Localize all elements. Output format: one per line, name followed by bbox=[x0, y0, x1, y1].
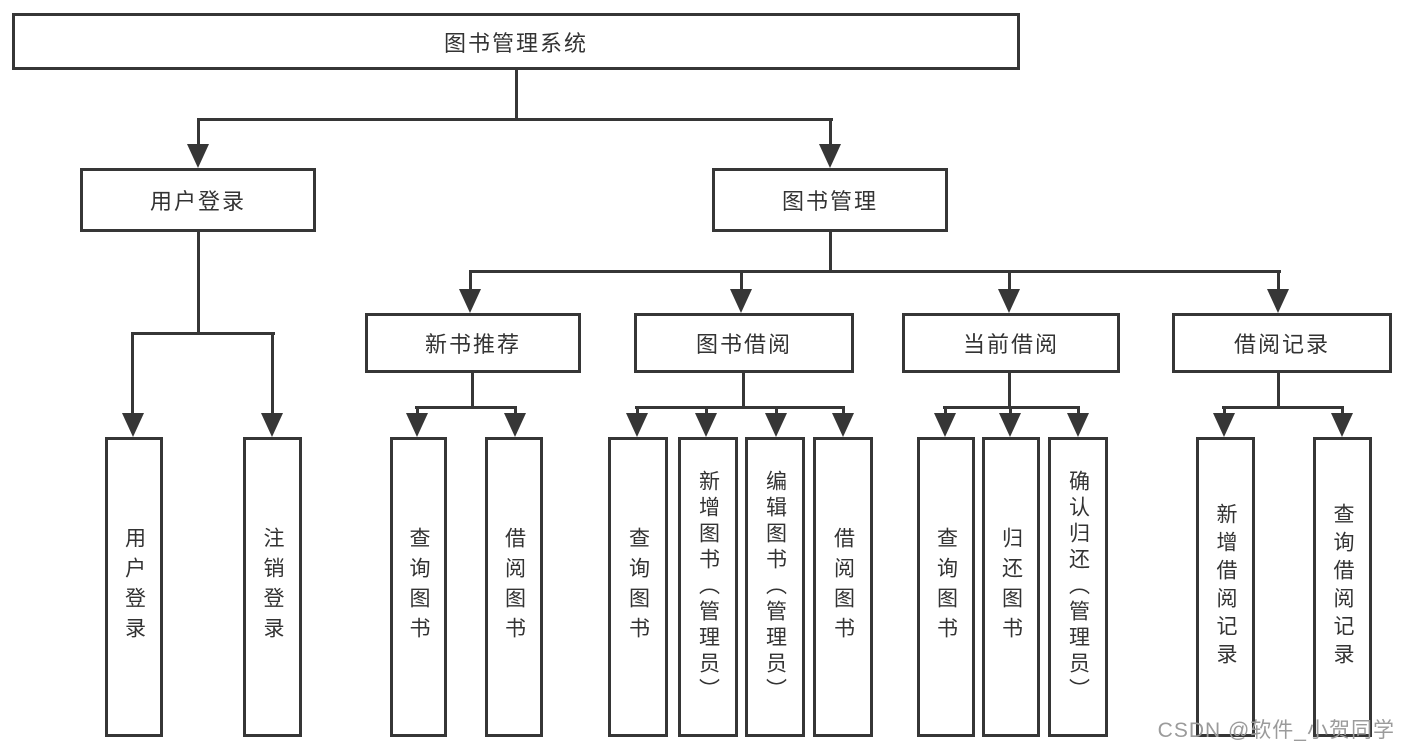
connector-current-borrow-stem bbox=[1008, 373, 1011, 406]
connector-bb-leaf1-line bbox=[636, 409, 639, 415]
node-leaf-br-add-record: 新增借阅记录 bbox=[1196, 437, 1255, 737]
connector-root-to-book-mgmt-line bbox=[829, 121, 832, 145]
node-leaf-logout: 注销登录 bbox=[243, 437, 302, 737]
connector-user-login-split bbox=[131, 332, 275, 335]
node-leaf-bb-edit-books-admin: 编辑图书（管理员） bbox=[745, 437, 805, 737]
node-borrow-records: 借阅记录 bbox=[1172, 313, 1392, 373]
arrow-down-current-borrow bbox=[998, 289, 1020, 313]
connector-to-current-borrow-line bbox=[1008, 273, 1011, 289]
arrow-down-bb-add-books bbox=[695, 413, 717, 437]
connector-rec-leaf1-line bbox=[416, 409, 419, 415]
node-leaf-bb-add-books-admin-label: 新增图书（管理员） bbox=[696, 470, 720, 704]
node-leaf-br-query-record-label: 查询借阅记录 bbox=[1331, 503, 1354, 671]
node-leaf-cb-return-books-label: 归还图书 bbox=[999, 527, 1023, 647]
node-new-book-recommend-label: 新书推荐 bbox=[424, 332, 521, 357]
connector-user-login-right-line bbox=[271, 335, 274, 413]
node-leaf-rec-query-books-label: 查询图书 bbox=[407, 527, 430, 647]
connector-br-leaf2-line bbox=[1341, 409, 1344, 415]
connector-root-to-user-login-line bbox=[197, 121, 200, 145]
node-leaf-logout-label: 注销登录 bbox=[261, 527, 284, 647]
arrow-down-br-add-record bbox=[1213, 413, 1235, 437]
node-leaf-br-add-record-label: 新增借阅记录 bbox=[1214, 503, 1237, 671]
node-leaf-rec-borrow-books: 借阅图书 bbox=[485, 437, 543, 737]
node-leaf-bb-add-books-admin: 新增图书（管理员） bbox=[678, 437, 738, 737]
node-leaf-bb-edit-books-admin-label: 编辑图书（管理员） bbox=[763, 470, 787, 704]
node-leaf-rec-borrow-books-label: 借阅图书 bbox=[502, 527, 526, 647]
node-borrow-records-label: 借阅记录 bbox=[1233, 332, 1330, 357]
node-leaf-cb-query-books: 查询图书 bbox=[917, 437, 975, 737]
arrow-down-rec-query-books bbox=[406, 413, 428, 437]
connector-user-login-stem bbox=[197, 232, 200, 334]
connector-current-borrow-split bbox=[943, 406, 1080, 409]
connector-br-leaf1-line bbox=[1223, 409, 1226, 415]
node-book-borrow: 图书借阅 bbox=[634, 313, 854, 373]
arrow-down-cb-query-books bbox=[934, 413, 956, 437]
node-book-borrow-label: 图书借阅 bbox=[695, 332, 792, 357]
node-leaf-cb-return-books: 归还图书 bbox=[982, 437, 1040, 737]
node-leaf-br-query-record: 查询借阅记录 bbox=[1313, 437, 1372, 737]
node-leaf-rec-query-books: 查询图书 bbox=[390, 437, 447, 737]
arrow-down-book-mgmt bbox=[819, 144, 841, 168]
arrow-down-new-book-rec bbox=[459, 289, 481, 313]
connector-to-new-book-rec-line bbox=[469, 273, 472, 289]
node-leaf-bb-borrow-books-label: 借阅图书 bbox=[831, 527, 855, 647]
node-leaf-bb-query-books: 查询图书 bbox=[608, 437, 668, 737]
connector-borrow-records-split bbox=[1222, 406, 1344, 409]
arrow-down-cb-confirm-return bbox=[1067, 413, 1089, 437]
node-leaf-user-login-label: 用户登录 bbox=[122, 527, 146, 647]
node-current-borrow: 当前借阅 bbox=[902, 313, 1120, 373]
connector-new-book-rec-stem bbox=[471, 373, 474, 406]
node-root: 图书管理系统 bbox=[12, 13, 1020, 70]
arrow-down-bb-query-books bbox=[626, 413, 648, 437]
connector-cb-leaf2-line bbox=[1009, 409, 1012, 415]
arrow-down-cb-return-books bbox=[999, 413, 1021, 437]
node-leaf-bb-query-books-label: 查询图书 bbox=[626, 527, 650, 647]
connector-book-borrow-split bbox=[635, 406, 845, 409]
node-user-login: 用户登录 bbox=[80, 168, 316, 232]
connector-borrow-records-stem bbox=[1277, 373, 1280, 406]
connector-bb-leaf2-line bbox=[705, 409, 708, 415]
arrow-down-rec-borrow-books bbox=[504, 413, 526, 437]
connector-user-login-left-line bbox=[131, 335, 134, 413]
connector-cb-leaf1-line bbox=[944, 409, 947, 415]
arrow-down-br-query-record bbox=[1331, 413, 1353, 437]
node-book-management: 图书管理 bbox=[712, 168, 948, 232]
arrow-down-bb-edit-books bbox=[765, 413, 787, 437]
node-leaf-cb-query-books-label: 查询图书 bbox=[934, 527, 958, 647]
csdn-watermark: CSDN @软件_小贺同学 bbox=[1157, 719, 1395, 742]
arrow-down-borrow-records bbox=[1267, 289, 1289, 313]
connector-book-mgmt-stem bbox=[829, 232, 832, 272]
connector-cb-leaf3-line bbox=[1077, 409, 1080, 415]
connector-book-mgmt-split bbox=[469, 270, 1281, 273]
arrow-down-user-login bbox=[187, 144, 209, 168]
node-current-borrow-label: 当前借阅 bbox=[962, 332, 1059, 357]
connector-root-split bbox=[197, 118, 833, 121]
arrow-down-book-borrow bbox=[730, 289, 752, 313]
node-user-login-label: 用户登录 bbox=[149, 189, 246, 214]
node-leaf-cb-confirm-return-admin-label: 确认归还（管理员） bbox=[1066, 470, 1090, 704]
node-book-management-label: 图书管理 bbox=[781, 189, 878, 214]
connector-to-book-borrow-line bbox=[740, 273, 743, 289]
connector-new-book-rec-split bbox=[415, 406, 517, 409]
connector-book-borrow-stem bbox=[742, 373, 745, 406]
node-leaf-cb-confirm-return-admin: 确认归还（管理员） bbox=[1048, 437, 1108, 737]
node-leaf-bb-borrow-books: 借阅图书 bbox=[813, 437, 873, 737]
node-root-label: 图书管理系统 bbox=[443, 30, 588, 56]
connector-bb-leaf3-line bbox=[775, 409, 778, 415]
connector-to-borrow-records-line bbox=[1277, 273, 1280, 289]
node-new-book-recommend: 新书推荐 bbox=[365, 313, 581, 373]
arrow-down-bb-borrow-books bbox=[832, 413, 854, 437]
arrow-down-leaf-user-login bbox=[122, 413, 144, 437]
connector-root-stem bbox=[515, 70, 518, 119]
connector-rec-leaf2-line bbox=[514, 409, 517, 415]
arrow-down-leaf-logout bbox=[261, 413, 283, 437]
connector-bb-leaf4-line bbox=[842, 409, 845, 415]
node-leaf-user-login: 用户登录 bbox=[105, 437, 163, 737]
